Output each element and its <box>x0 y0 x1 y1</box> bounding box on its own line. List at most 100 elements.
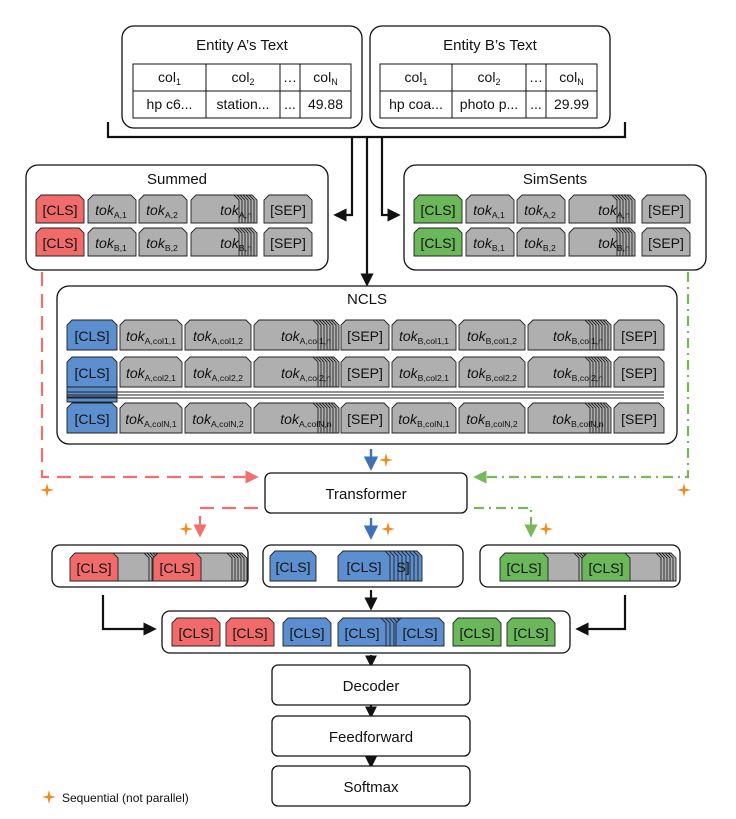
token <box>391 402 457 434</box>
cls-token <box>282 617 332 647</box>
table-value-cell: ... <box>284 96 296 112</box>
cls-token <box>225 617 275 647</box>
cls-token-label: S] <box>396 559 409 575</box>
cls-token <box>171 617 221 647</box>
cls-token <box>66 402 118 434</box>
softmax-label: Softmax <box>343 779 399 796</box>
sep-token <box>263 194 313 224</box>
sep-token-label: [SEP] <box>621 365 657 381</box>
token-label: tokA,col2,2 <box>193 365 243 383</box>
token-stack <box>527 402 591 434</box>
cls-token <box>152 552 202 582</box>
cls-token <box>506 617 556 647</box>
cls-token-label: [CLS] <box>506 560 541 576</box>
simsents-title: SimSents <box>523 171 587 188</box>
cls-token-label: [CLS] <box>159 560 194 576</box>
transformer-label: Transformer <box>325 486 406 503</box>
token <box>184 402 252 434</box>
transformer-to-summed-output <box>193 506 258 538</box>
token-stack <box>190 194 240 224</box>
transformer-to-simsents-output <box>474 506 538 538</box>
token <box>458 402 526 434</box>
token <box>465 227 515 257</box>
ncls-output-group: [CLS][CLS]S] <box>262 544 464 588</box>
simsents-output-group: [CLS][CLS] <box>479 544 681 588</box>
sep-token-label: [SEP] <box>347 365 383 381</box>
sep-token-label: [SEP] <box>621 411 657 427</box>
simsents-to-transformer-line <box>473 272 690 484</box>
sep-token <box>613 402 665 434</box>
token-label: tokA,col1,n <box>281 328 331 346</box>
cls-token <box>337 617 387 647</box>
cls-token <box>66 356 118 388</box>
cls-token-label: [CLS] <box>402 625 437 641</box>
token-label: tokB,col2,n <box>553 365 603 383</box>
star-icon <box>42 790 56 804</box>
cls-token-label: [CLS] <box>459 625 494 641</box>
token-label: tokB,col1,1 <box>399 328 449 346</box>
cls-token <box>66 319 118 351</box>
token-stack <box>253 356 319 388</box>
cls-token-label: [CLS] <box>42 235 77 251</box>
table-header-cell: col2 <box>478 69 501 87</box>
cls-token-label: [CLS] <box>232 625 267 641</box>
token-label: tokA,n <box>598 202 630 220</box>
feedforward-block: Feedforward <box>271 715 471 757</box>
cls-token-label: [CLS] <box>513 625 548 641</box>
star-icon <box>381 522 395 536</box>
sep-token-label: [SEP] <box>270 235 306 251</box>
token-label: tokA,col1,1 <box>126 328 176 346</box>
token-label: tokB,col2,1 <box>399 365 449 383</box>
token-label: tokB,colN,n <box>552 411 604 429</box>
token <box>119 319 183 351</box>
cls-token-label: [CLS] <box>76 560 111 576</box>
table-value-cell: 29.99 <box>554 96 589 112</box>
cls-token-label: [CLS] <box>344 625 379 641</box>
sep-token-label: [SEP] <box>648 235 684 251</box>
sep-token <box>613 319 665 351</box>
combined-cls-group: [CLS][CLS][CLS][CLS][CLS][CLS][CLS] <box>161 610 571 654</box>
token-label: tokB,col1,2 <box>467 328 517 346</box>
cls-token-label: [CLS] <box>420 202 455 218</box>
table-value-cell: 49.88 <box>308 96 343 112</box>
token-label: tokA,colN,1 <box>125 411 177 429</box>
cls-token-label: [CLS] <box>178 625 213 641</box>
table-value-cell: station... <box>217 96 270 112</box>
token <box>458 356 526 388</box>
token-label: tokB,n <box>598 235 630 253</box>
token-label: tokA,1 <box>95 202 127 220</box>
table-header-cell: col1 <box>405 69 428 87</box>
token-stack <box>527 356 591 388</box>
token <box>119 402 183 434</box>
token-label: tokA,2 <box>146 202 178 220</box>
cls-token <box>452 617 502 647</box>
token-label: tokB,col2,2 <box>467 365 517 383</box>
token <box>516 227 566 257</box>
token-stack <box>253 402 319 434</box>
token <box>391 356 457 388</box>
token-label: tokB,1 <box>95 235 127 253</box>
sep-token-label: [SEP] <box>270 202 306 218</box>
token-label: tokA,col2,1 <box>126 365 176 383</box>
sep-token <box>641 227 691 257</box>
decoder-label: Decoder <box>343 678 400 695</box>
entity-connectors <box>106 122 627 287</box>
token-label: tokA,colN,2 <box>192 411 244 429</box>
table-header-cell: colN <box>313 69 337 87</box>
token-label: tokB,colN,2 <box>466 411 518 429</box>
table-value-cell: hp coa... <box>389 96 443 112</box>
token-label: tokA,1 <box>473 202 505 220</box>
token-stack <box>253 319 319 351</box>
summed-title: Summed <box>147 171 207 188</box>
cls-token <box>395 617 445 647</box>
token <box>138 194 188 224</box>
star-icon <box>379 453 393 467</box>
token-stack <box>568 194 618 224</box>
token <box>391 319 457 351</box>
sep-token <box>641 194 691 224</box>
